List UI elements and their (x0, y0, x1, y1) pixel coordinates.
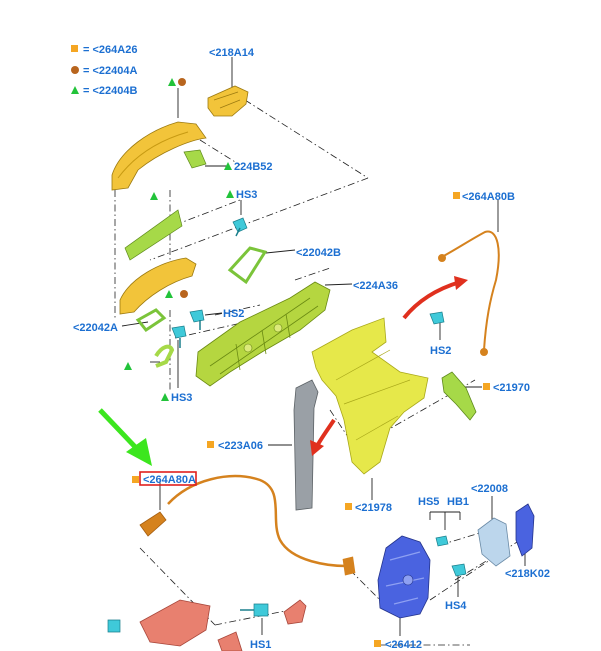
screw-hs2-right (429, 311, 445, 325)
square-marker (483, 383, 490, 390)
callout-264A80B: <264A80B (462, 191, 515, 203)
circle-marker (180, 290, 188, 298)
carrier-plate (311, 317, 429, 475)
legend-triangle-text: = <22404B (83, 85, 137, 97)
legend-triangle-marker (71, 86, 79, 94)
triangle-marker (161, 393, 169, 401)
clip-224B52 (183, 149, 207, 169)
circle-marker (178, 78, 186, 86)
red-arrow-upper (402, 276, 468, 320)
callout-21970: <21970 (493, 382, 530, 394)
bracket-21970 (441, 371, 477, 421)
callout-hs2-left: HS2 (223, 308, 244, 320)
striker-218K02 (515, 503, 535, 557)
callout-hs3-top: HS3 (236, 189, 257, 201)
assembly-line (244, 99, 369, 179)
callout-224A36: <224A36 (353, 280, 398, 292)
trim-piece-lower-mid (217, 631, 243, 651)
callout-hs3-bottom: HS3 (171, 392, 192, 404)
callout-218A14: <218A14 (209, 47, 255, 59)
assembly-line (149, 177, 369, 261)
part-markers (124, 78, 490, 647)
bracket-22008 (477, 517, 511, 567)
outside-handle-upper (111, 121, 207, 191)
screw-hs2-left (189, 309, 205, 330)
leader-lines (121, 57, 526, 636)
callout-22008: <22008 (471, 483, 508, 495)
callout-hs4: HS4 (445, 600, 467, 612)
legend-circle-text: = <22404A (83, 65, 137, 77)
screw-hs1 (240, 603, 269, 617)
assembly-line (214, 609, 291, 626)
cable-264A80A (139, 474, 356, 576)
link-rod (154, 344, 175, 368)
triangle-marker (165, 290, 173, 298)
square-marker (132, 476, 139, 483)
legend-square-marker (71, 45, 78, 52)
assembly-line (349, 569, 381, 601)
trim-strip-223A06 (293, 379, 319, 511)
callout-hs1: HS1 (250, 639, 271, 651)
callout-264A80A: <264A80A (143, 474, 196, 486)
square-marker (207, 441, 214, 448)
assembly-line (294, 267, 331, 281)
seal-pad-upper (124, 209, 183, 261)
screw-hs4 (451, 563, 467, 577)
highlight-box-264A80A (139, 471, 197, 486)
callout-224B52: 224B52 (234, 161, 273, 173)
leader-line (121, 321, 149, 327)
screw-hs5 (435, 535, 449, 547)
outside-handle-lower (119, 257, 197, 315)
callout-hs2-right: HS2 (430, 345, 451, 357)
legend-square-text: = <264A26 (83, 44, 137, 56)
green-arrow (98, 408, 152, 466)
callout-218K02: <218K02 (505, 568, 550, 580)
screw-bottom-left (107, 619, 121, 633)
latch-26412 (377, 535, 431, 619)
callout-hb1: HB1 (447, 496, 469, 508)
callout-21978: <21978 (355, 502, 392, 514)
cable-264A80B (438, 230, 500, 356)
square-marker (374, 640, 381, 647)
square-marker (453, 192, 460, 199)
assembly-line (199, 139, 241, 166)
legend: = <264A26 = <22404A = <22404B (71, 44, 137, 97)
callout-22042A: <22042A (73, 322, 118, 334)
trim-piece-lower-left (139, 599, 211, 647)
callout-labels: <218A14 224B52 HS3 <264A80B <22042B <224… (73, 47, 550, 651)
assembly-line (454, 559, 489, 581)
gasket-22042B (227, 246, 268, 285)
screw-hs3-bottom (171, 325, 187, 348)
assembly-line (174, 199, 241, 226)
red-arrow-lower (310, 418, 336, 456)
callout-26412: <26412 (385, 639, 422, 651)
handle-bracket-218A14 (207, 85, 249, 117)
trim-piece-lower-right (283, 599, 307, 625)
triangle-marker (168, 78, 176, 86)
triangle-marker (226, 190, 234, 198)
callout-223A06: <223A06 (218, 440, 263, 452)
screw-hs3-top (232, 217, 248, 237)
triangle-marker (124, 362, 132, 370)
triangle-marker (224, 162, 232, 170)
leader-line (204, 312, 223, 316)
gasket-22042A (135, 308, 167, 333)
triangle-marker (150, 192, 158, 200)
leader-line (324, 283, 353, 286)
leader-line (265, 249, 296, 254)
callout-22042B: <22042B (296, 247, 341, 259)
square-marker (345, 503, 352, 510)
callout-hs5: HS5 (418, 496, 439, 508)
legend-circle-marker (71, 66, 79, 74)
reinforcement-224A36 (195, 281, 331, 387)
